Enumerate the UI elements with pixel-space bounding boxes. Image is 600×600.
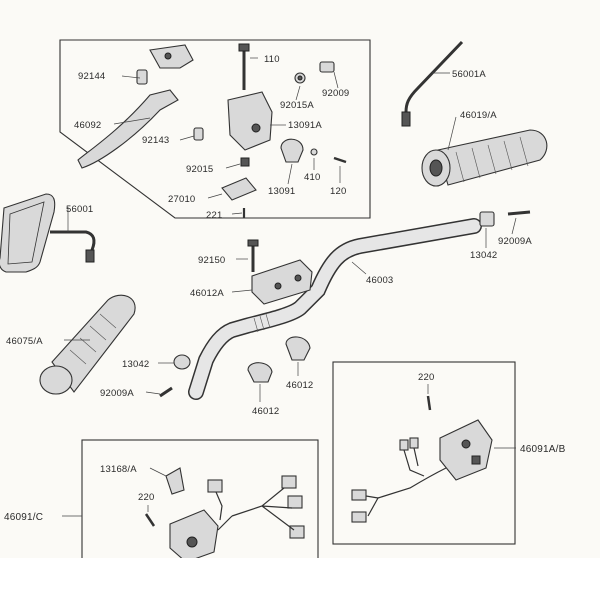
part-label: 56001 <box>66 204 93 215</box>
part-label: 46075/A <box>6 336 43 347</box>
connector <box>207 479 223 493</box>
connector <box>289 525 305 539</box>
part-label: 46003 <box>366 275 393 286</box>
part-label: 92009A <box>498 236 532 247</box>
nut-92015 <box>240 157 250 167</box>
washer-hole <box>297 75 303 81</box>
connector <box>399 439 409 451</box>
left-switch-housing <box>144 467 305 563</box>
part-label: 13091 <box>268 186 295 197</box>
clip-13168A <box>165 467 185 495</box>
connector <box>409 437 419 449</box>
part-label: 13091A <box>288 120 322 131</box>
screw-120 <box>333 156 347 164</box>
mirror-stem-thread <box>401 111 411 127</box>
part-labels: 92144 110 56001A 92009 92015A 46092 9214… <box>4 54 566 523</box>
left-mirror <box>0 193 96 273</box>
washer-410 <box>310 148 318 156</box>
lever-bracket <box>149 44 194 69</box>
part-label: 410 <box>304 172 320 183</box>
connector <box>351 511 367 523</box>
part-label: 46012 <box>286 380 313 391</box>
bar-end-screw-left <box>159 386 173 398</box>
part-label: 13042 <box>122 359 149 370</box>
blank-bottom-margin <box>0 558 600 600</box>
connector <box>351 489 367 501</box>
bar-end-cap-right <box>479 211 495 227</box>
part-label: 92144 <box>78 71 105 82</box>
lever-group-frame <box>59 39 371 219</box>
leader-lines <box>62 57 517 517</box>
bracket-screw <box>164 52 172 60</box>
bar-end-cap-left <box>173 354 191 370</box>
lever-holder-body <box>227 91 273 151</box>
part-label: 120 <box>330 186 346 197</box>
part-label: 27010 <box>168 194 195 205</box>
part-label: 110 <box>264 54 280 65</box>
left-grip <box>39 294 136 395</box>
part-label: 92150 <box>198 255 225 266</box>
part-label: 92015A <box>280 100 314 111</box>
part-label: 221 <box>206 210 222 221</box>
left-grip-end <box>39 365 73 395</box>
part-label: 46019/A <box>460 110 497 121</box>
switch-27010 <box>221 177 257 201</box>
bushing-part <box>136 69 148 85</box>
connector <box>281 475 297 489</box>
clamp-13091 <box>280 138 304 163</box>
right-switch-housing <box>351 395 493 523</box>
lower-holder-right <box>285 336 311 361</box>
part-label: 13042 <box>470 250 497 261</box>
part-label: 46012 <box>252 406 279 417</box>
connector <box>287 495 303 509</box>
lever-arm <box>77 89 179 169</box>
handlebar <box>188 218 482 400</box>
part-label: 92009A <box>100 388 134 399</box>
bolt-head <box>238 43 250 52</box>
upper-holder <box>247 239 313 305</box>
part-label: 46091/C <box>4 512 43 523</box>
part-label: 56001A <box>452 69 486 80</box>
part-label: 13168/A <box>100 464 137 475</box>
part-label: 220 <box>138 492 154 503</box>
part-label: 92009 <box>322 88 349 99</box>
part-label: 92015 <box>186 164 213 175</box>
right-grip <box>421 129 548 187</box>
part-label: 46012A <box>190 288 224 299</box>
holder-hole <box>251 123 261 133</box>
part-label: 220 <box>418 372 434 383</box>
left-mirror-thread <box>85 249 95 263</box>
part-label: 46091A/B <box>520 444 566 455</box>
bar-end-screw-right <box>507 210 531 216</box>
collar-part <box>193 127 204 141</box>
right-switch-group-frame <box>332 361 516 545</box>
right-mirror-stem <box>401 40 464 127</box>
clutch-lever-assembly <box>77 43 347 218</box>
part-label: 92143 <box>142 135 169 146</box>
cap-92009 <box>319 61 335 73</box>
part-label: 46092 <box>74 120 101 131</box>
lower-holder-left <box>247 362 273 383</box>
grip-end-hole <box>429 159 443 177</box>
